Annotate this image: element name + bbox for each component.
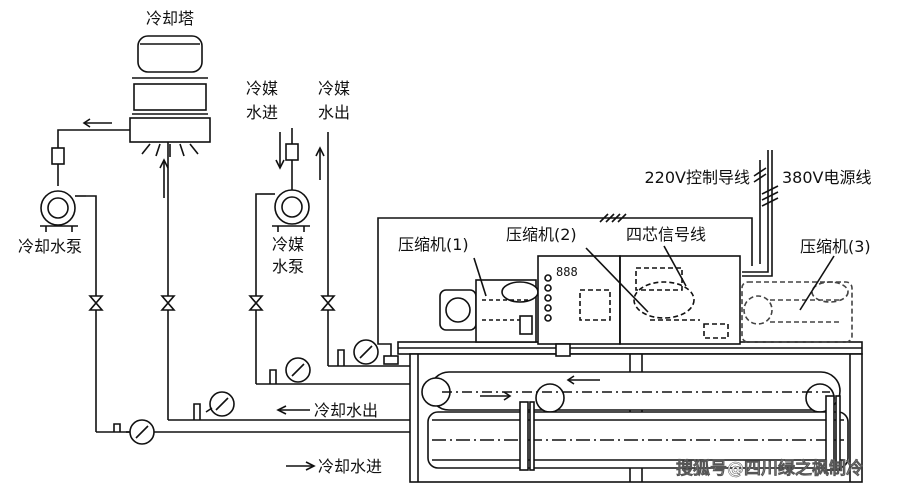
power-line — [742, 150, 779, 277]
pressure-gauge-2 — [193, 391, 235, 420]
compressor-2-label: 压缩机(2) — [506, 225, 577, 244]
compressor-3-leader — [799, 255, 835, 311]
refrigerant-pump-label-1: 冷媒 — [272, 235, 304, 254]
panel-digits: 888 — [556, 265, 578, 279]
compressor-3 — [741, 281, 853, 343]
watermark: 搜狐号@四川绿之枫制冷 — [676, 458, 863, 479]
compressor-1-label: 压缩机(1) — [398, 235, 469, 254]
refrigerant-out-pipe — [315, 132, 418, 367]
cooling-water-in-arrow — [286, 461, 316, 471]
signal-line-label: 四芯信号线 — [626, 225, 706, 244]
tower-return-pipe — [159, 142, 169, 296]
pressure-gauge-1 — [113, 419, 155, 445]
flow-arrows-condenser — [480, 375, 600, 401]
signal-line-leader — [663, 245, 687, 287]
refrigerant-in-label-1: 冷媒 — [246, 79, 278, 98]
compressor-2 — [579, 255, 741, 345]
pressure-gauge-4 — [337, 339, 379, 366]
control-panel — [537, 255, 621, 357]
compressor-2-leader — [585, 247, 649, 313]
cooling-water-out-label: 冷却水出 — [314, 401, 378, 420]
valve-tower-return — [160, 295, 418, 421]
flow-switch — [377, 217, 753, 365]
refrigerant-out-label-2: 水出 — [318, 103, 350, 122]
condenser — [421, 371, 841, 413]
refrigerant-out-label-1: 冷媒 — [318, 79, 350, 98]
refrigerant-pump-label-2: 水泵 — [272, 257, 304, 276]
power-line-label: 380V电源线 — [782, 168, 872, 187]
cooling-water-in-label: 冷却水进 — [318, 457, 382, 476]
refrigerant-in-label-2: 水进 — [246, 103, 278, 122]
control-wire-label: 220V控制导线 — [645, 168, 751, 187]
cooling-water-out-arrow — [276, 405, 310, 415]
refrigerant-water-pump — [255, 189, 310, 296]
compressor-1-leader — [473, 257, 487, 297]
valve-refrigerant-pump — [248, 295, 418, 385]
tower-to-pump-pipe — [51, 118, 130, 186]
pressure-gauge-3 — [269, 357, 311, 384]
control-wire — [753, 160, 767, 264]
compressor-3-label: 压缩机(3) — [800, 237, 871, 256]
signal-line — [599, 213, 627, 223]
evaporator — [427, 395, 849, 471]
compressor-1 — [439, 279, 539, 343]
cooling-water-pump-label: 冷却水泵 — [18, 237, 82, 256]
refrigerant-in-pipe — [275, 128, 299, 190]
cooling-tower — [129, 35, 211, 157]
cooling-water-pump — [40, 190, 97, 296]
cooling-tower-label: 冷却塔 — [146, 9, 194, 28]
